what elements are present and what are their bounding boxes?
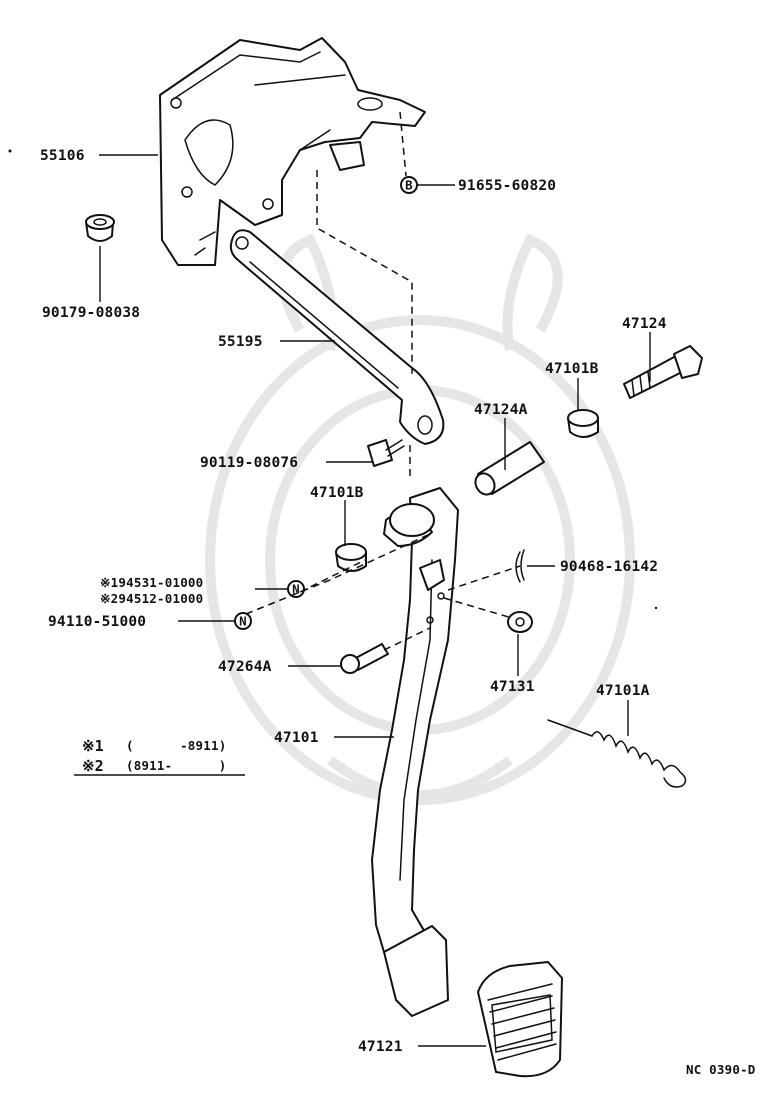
label-47121: 47121 xyxy=(358,1039,403,1055)
label-55195: 55195 xyxy=(218,334,263,350)
label-94531-01000: ※194531-01000 xyxy=(100,575,203,590)
drawing-code: NC 0390-D xyxy=(686,1062,756,1077)
label-90468-16142: 90468-16142 xyxy=(560,559,658,575)
bushing-47101b-mid xyxy=(335,543,367,572)
clip-90468 xyxy=(515,549,525,583)
bolt-47124 xyxy=(623,345,703,399)
label-90119-08076: 90119-08076 xyxy=(200,455,298,471)
pedal-pad-47121 xyxy=(383,925,563,1078)
leader-lines xyxy=(8,149,658,1047)
callout-b: B xyxy=(400,176,418,194)
label-91655-60820: 91655-60820 xyxy=(458,178,556,194)
note-1-mark: ※1 xyxy=(82,737,104,755)
label-47101a: 47101A xyxy=(596,683,650,699)
bolt-90119 xyxy=(367,439,405,467)
nut-90179 xyxy=(85,214,115,242)
label-47264a: 47264A xyxy=(218,659,272,675)
spring-47101a xyxy=(547,719,687,788)
svg-text:B: B xyxy=(405,178,413,193)
note-2-mark: ※2 xyxy=(82,757,104,775)
note-1-range: ( -8911) xyxy=(126,738,226,753)
bracket-55106 xyxy=(159,37,426,266)
label-47101b-top: 47101B xyxy=(545,361,599,377)
pin-47124a xyxy=(474,441,545,496)
callout-n-2: N xyxy=(234,612,252,630)
note-2-range: (8911- ) xyxy=(126,758,226,773)
label-47101b-mid: 47101B xyxy=(310,485,364,501)
label-47124a: 47124A xyxy=(474,402,528,418)
label-94110-51000: 94110-51000 xyxy=(48,614,146,630)
label-47124: 47124 xyxy=(622,316,667,332)
label-47101: 47101 xyxy=(274,730,319,746)
bar-55195 xyxy=(229,229,445,445)
label-90179-08038: 90179-08038 xyxy=(42,305,140,321)
label-94512-01000: ※294512-01000 xyxy=(100,591,203,606)
label-55106: 55106 xyxy=(40,148,85,164)
pedal-arm-47101 xyxy=(371,487,459,953)
svg-text:N: N xyxy=(292,582,300,597)
assembly-lines xyxy=(245,111,521,651)
svg-text:N: N xyxy=(239,614,247,629)
bushing-47101b-top xyxy=(567,409,599,438)
callout-n-1: N xyxy=(287,580,305,598)
label-47131: 47131 xyxy=(490,679,535,695)
bolt-47264a xyxy=(340,643,389,674)
pin-47131 xyxy=(507,611,533,633)
